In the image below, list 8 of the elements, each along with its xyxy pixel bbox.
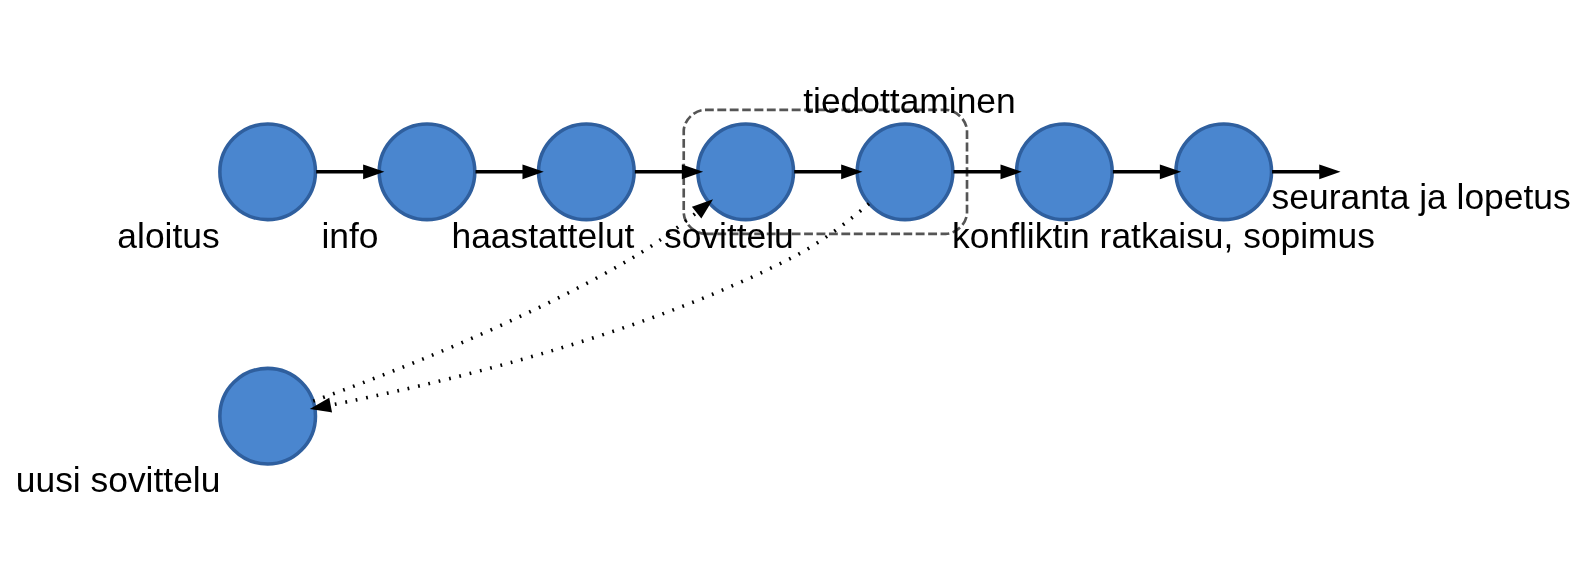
node-label: tiedottaminen — [803, 80, 1016, 121]
node-label: uusi sovittelu — [15, 459, 221, 500]
node-label: konfliktin ratkaisu, sopimus — [952, 215, 1375, 256]
node-label: haastattelut — [451, 215, 635, 256]
node-label: seuranta ja lopetus — [1271, 176, 1571, 217]
node-label: aloitus — [117, 215, 220, 256]
node-label: sovittelu — [663, 215, 794, 256]
node-label: info — [321, 215, 379, 256]
